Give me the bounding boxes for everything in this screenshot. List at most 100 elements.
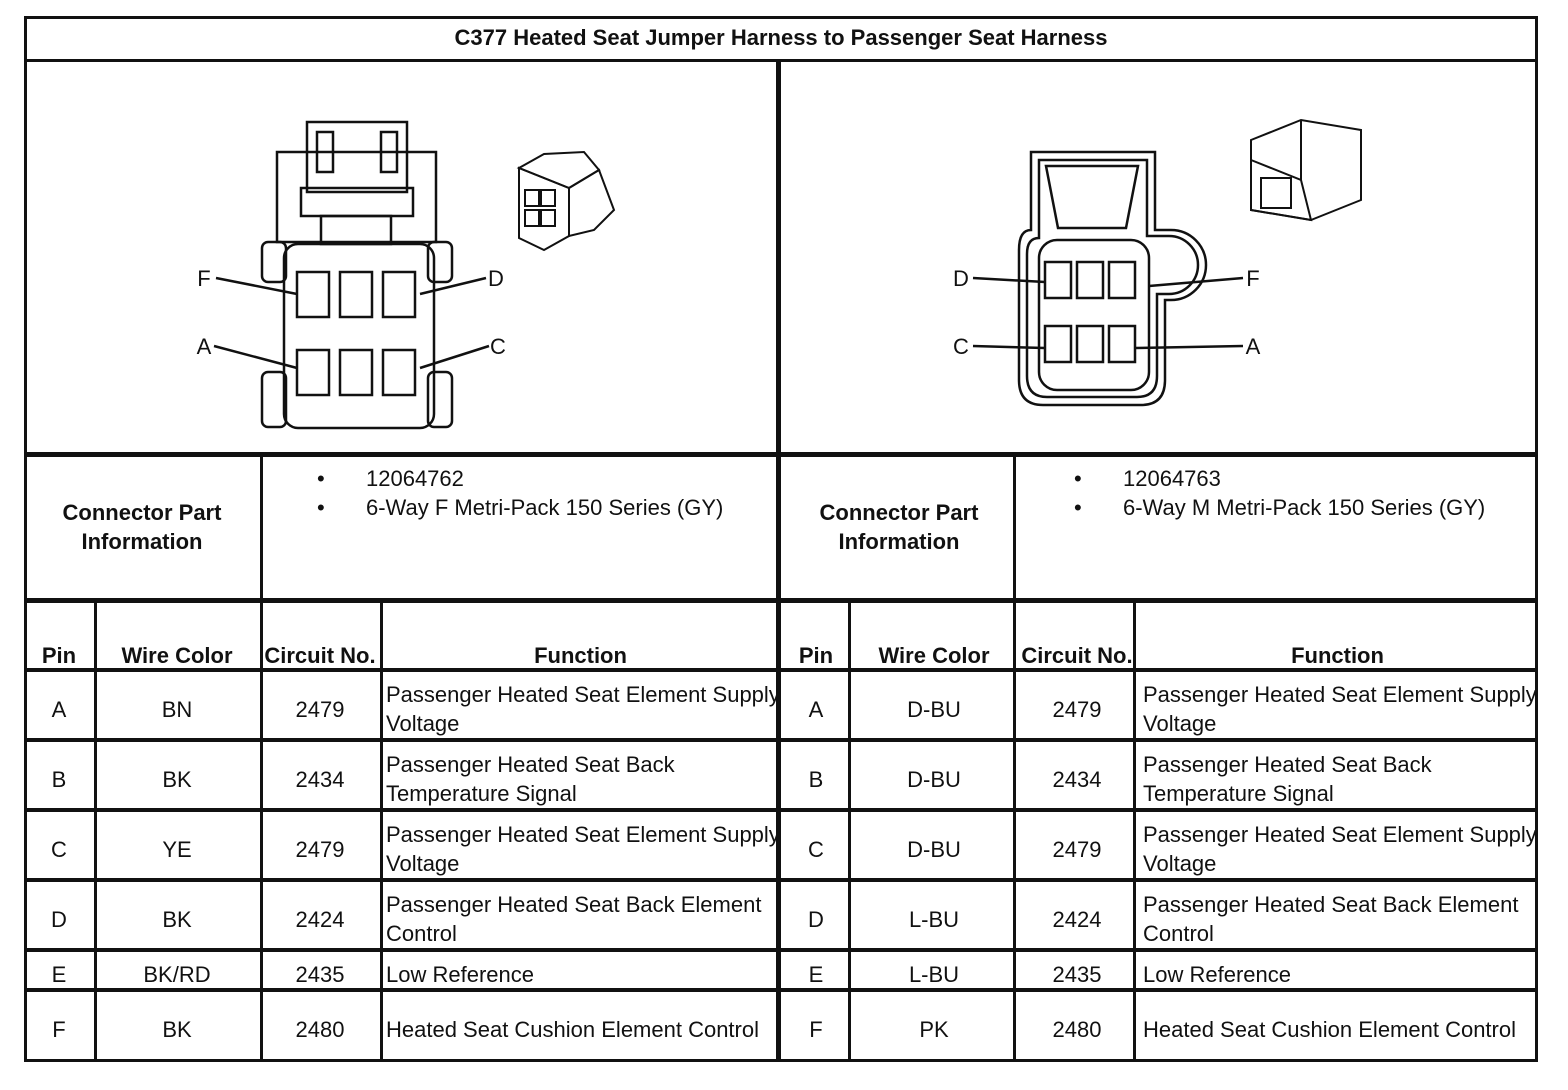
title-divider	[24, 59, 1538, 62]
circuit-cell: 2479	[1052, 836, 1102, 862]
table-col-divider	[1133, 600, 1136, 1062]
function-cell: Passenger Heated Seat Back Element Contr…	[386, 892, 762, 946]
wire-color-cell: D-BU	[907, 836, 961, 862]
header-divider	[24, 668, 1538, 672]
pin-cell: B	[51, 766, 67, 792]
function-cell: Passenger Heated Seat Back Temperature S…	[1143, 752, 1432, 806]
connector-info-list: 12064763 6-Way M Metri-Pack 150 Series (…	[1017, 464, 1538, 522]
pin-cell: A	[808, 696, 824, 722]
table-header-row: Pin Wire Color Circuit No. Function	[24, 600, 781, 674]
male-pin-label-bottom-right: A	[1246, 334, 1261, 359]
table-row: C D-BU 2479 Passenger Heated Seat Elemen…	[781, 814, 1538, 884]
pin-cell: F	[809, 1016, 823, 1042]
function-cell: Low Reference	[1143, 961, 1291, 987]
circuit-cell: 2479	[295, 836, 345, 862]
circuit-cell: 2435	[295, 961, 345, 987]
table-col-divider	[848, 600, 851, 1062]
male-pin-label-top-right: F	[1246, 266, 1259, 291]
table-row: F PK 2480 Heated Seat Cushion Element Co…	[781, 994, 1538, 1064]
circuit-cell: 2480	[295, 1016, 345, 1042]
function-cell: Heated Seat Cushion Element Control	[1143, 1016, 1516, 1042]
pin-cell: B	[808, 766, 824, 792]
female-pin-table: Pin Wire Color Circuit No. Function A BN…	[24, 600, 781, 1064]
connector-description: 6-Way F Metri-Pack 150 Series (GY)	[260, 493, 781, 522]
frame-border-right	[1535, 16, 1538, 1062]
pin-cell: A	[51, 696, 67, 722]
wire-color-cell: D-BU	[907, 766, 961, 792]
circuit-cell: 2434	[295, 766, 345, 792]
center-divider	[776, 59, 781, 1062]
pin-cell: C	[51, 836, 67, 862]
male-connector-face-drawing: D F C A	[953, 118, 1362, 407]
pin-cell: E	[808, 961, 824, 987]
function-cell: Passenger Heated Seat Back Temperature S…	[386, 752, 675, 806]
function-cell: Passenger Heated Seat Element Supply Vol…	[1143, 822, 1537, 876]
connector-sheet: C377 Heated Seat Jumper Harness to Passe…	[24, 16, 1538, 1062]
table-row: B D-BU 2434 Passenger Heated Seat Back T…	[781, 744, 1538, 814]
table-row: E L-BU 2435 Low Reference	[781, 954, 1538, 994]
circuit-header: Circuit No.	[264, 643, 376, 668]
circuit-cell: 2479	[1052, 696, 1102, 722]
female-pin-label-bottom-left: A	[197, 334, 212, 359]
male-connector-diagram: D F C A	[781, 60, 1538, 454]
function-cell: Passenger Heated Seat Element Supply Vol…	[386, 682, 780, 736]
pin-header: Pin	[41, 643, 77, 668]
female-pin-label-top-left: F	[197, 266, 210, 291]
frame-border-bottom	[24, 1059, 1538, 1062]
female-pin-label-bottom-right: C	[490, 334, 506, 359]
female-connector-diagram: F D A C	[24, 60, 781, 454]
connector-part-number: 12064763	[1017, 464, 1538, 493]
wire-color-cell: YE	[162, 836, 192, 862]
wire-color-cell: L-BU	[908, 961, 960, 987]
connector-panel-male: D F C A Connector Part Information 12064…	[781, 60, 1538, 1062]
pin-cell: D	[808, 906, 824, 932]
function-cell: Low Reference	[386, 961, 534, 987]
circuit-cell: 2424	[1052, 906, 1102, 932]
info-cell-divider-right	[1013, 454, 1016, 600]
row-divider	[24, 878, 1538, 882]
female-connector-face-drawing: F D A C	[197, 120, 616, 430]
wire-color-cell: BN	[161, 696, 193, 722]
function-cell: Heated Seat Cushion Element Control	[386, 1016, 759, 1042]
wire-color-cell: BK	[162, 1016, 192, 1042]
table-row: D BK 2424 Passenger Heated Seat Back Ele…	[24, 884, 781, 954]
wire-color-cell: D-BU	[907, 696, 961, 722]
pin-cell: D	[51, 906, 67, 932]
circuit-cell: 2480	[1052, 1016, 1102, 1042]
function-header: Function	[534, 643, 627, 668]
page-title: C377 Heated Seat Jumper Harness to Passe…	[454, 25, 1108, 50]
diagram-divider	[24, 452, 1538, 457]
frame-border-top	[24, 16, 1538, 19]
table-row: D L-BU 2424 Passenger Heated Seat Back E…	[781, 884, 1538, 954]
table-row: E BK/RD 2435 Low Reference	[24, 954, 781, 994]
pin-cell: F	[52, 1016, 66, 1042]
table-row: F BK 2480 Heated Seat Cushion Element Co…	[24, 994, 781, 1064]
row-divider	[24, 988, 1538, 992]
female-pin-label-top-right: D	[488, 266, 504, 291]
table-col-divider	[94, 600, 97, 1062]
wire-color-cell: BK	[162, 766, 192, 792]
wire-color-header: Wire Color	[121, 643, 233, 668]
row-divider	[24, 738, 1538, 742]
table-row: A BN 2479 Passenger Heated Seat Element …	[24, 674, 781, 744]
connector-info-label: Connector Part Information	[819, 500, 979, 554]
function-cell: Passenger Heated Seat Back Element Contr…	[1143, 892, 1519, 946]
male-pin-table: Pin Wire Color Circuit No. Function A D-…	[781, 600, 1538, 1064]
table-col-divider	[380, 600, 383, 1062]
circuit-cell: 2435	[1052, 961, 1102, 987]
info-divider	[24, 598, 1538, 603]
wire-color-cell: BK/RD	[143, 961, 211, 987]
connector-info-list: 12064762 6-Way F Metri-Pack 150 Series (…	[260, 464, 781, 522]
pin-cell: E	[51, 961, 67, 987]
table-col-divider	[260, 600, 263, 1062]
frame-border-left	[24, 16, 27, 1062]
pin-cell: C	[808, 836, 824, 862]
connector-panel-female: F D A C Connector Part Information 12064…	[24, 60, 781, 1062]
connector-info-label: Connector Part Information	[62, 500, 222, 554]
male-connector-info: Connector Part Information 12064763 6-Wa…	[781, 454, 1538, 600]
wire-color-cell: L-BU	[908, 906, 960, 932]
row-divider	[24, 948, 1538, 952]
wire-color-cell: PK	[919, 1016, 949, 1042]
table-header-row: Pin Wire Color Circuit No. Function	[781, 600, 1538, 674]
function-header: Function	[1291, 643, 1384, 668]
